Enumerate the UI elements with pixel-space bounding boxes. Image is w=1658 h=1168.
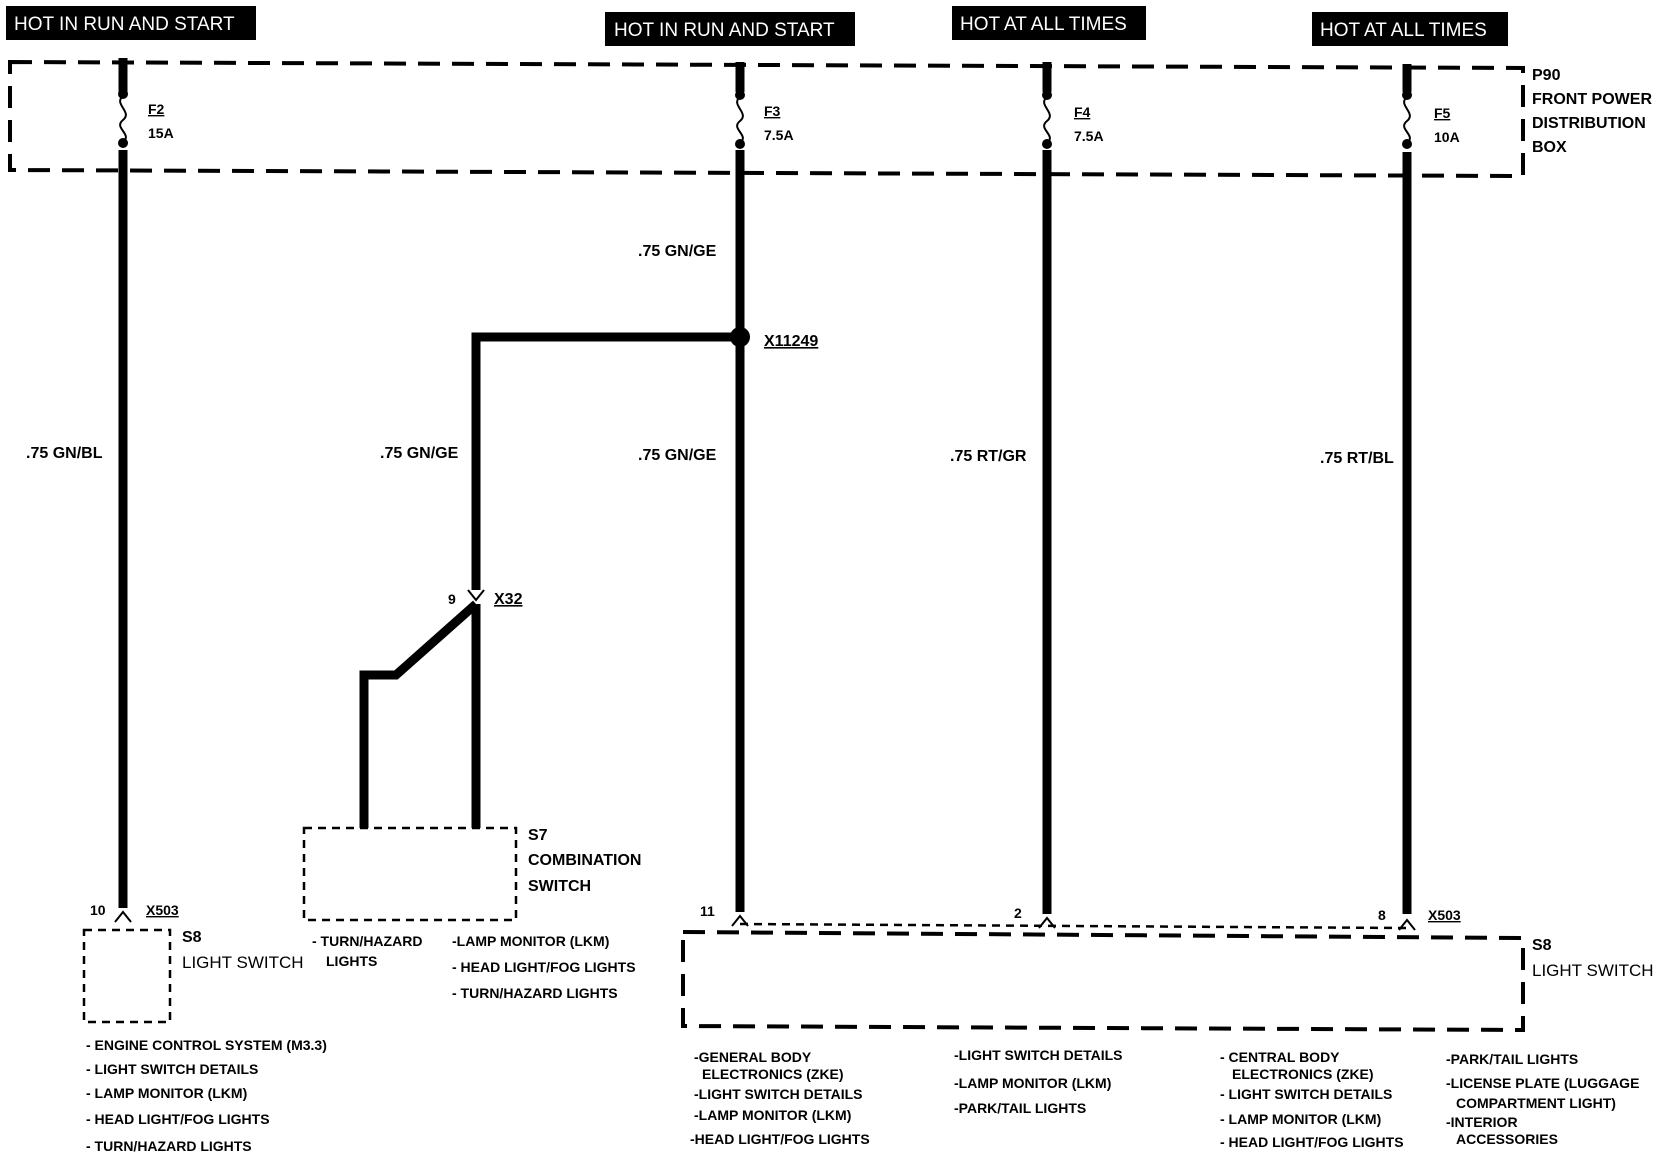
splice-x11249: [730, 327, 750, 347]
connector-x503-left-id: X503: [146, 902, 179, 918]
fuse-f5: F5 10A: [1402, 64, 1460, 149]
wire-2-branch: [471, 332, 740, 590]
ref-s8-right-col1: -GENERAL BODY ELECTRONICS (ZKE) -LIGHT S…: [690, 1049, 870, 1147]
ref-item: - LIGHT SWITCH DETAILS: [1220, 1086, 1392, 1102]
ref-item: - HEAD LIGHT/FOG LIGHTS: [86, 1111, 270, 1127]
s7-line1: COMBINATION: [528, 852, 641, 869]
header-2-text: HOT IN RUN AND START: [614, 20, 835, 41]
fuse-f3-id: F3: [764, 103, 781, 119]
ref-item: -LIGHT SWITCH DETAILS: [954, 1047, 1123, 1063]
s8-left-outline: [82, 928, 172, 1024]
fuse-f3-rating: 7.5A: [764, 127, 794, 143]
ref-item: ELECTRONICS (ZKE): [702, 1066, 844, 1082]
fuse-f2-id: F2: [148, 101, 165, 117]
power-box-line3: BOX: [1532, 139, 1567, 156]
connector-x503-right-pin-8: 8: [1378, 907, 1386, 923]
ref-item: - TURN/HAZARD LIGHTS: [86, 1138, 252, 1154]
wire-2-branch-label: .75 GN/GE: [380, 445, 459, 462]
ref-item: - TURN/HAZARD LIGHTS: [452, 985, 618, 1001]
fuse-f4-rating: 7.5A: [1074, 128, 1104, 144]
s8-right-bus: [739, 922, 1408, 930]
ref-item: - LAMP MONITOR (LKM): [86, 1085, 247, 1101]
connector-x503-right-id: X503: [1428, 907, 1461, 923]
ref-item: -PARK/TAIL LIGHTS: [954, 1100, 1086, 1116]
power-box-line1: FRONT POWER: [1532, 91, 1652, 108]
s7-id: S7: [528, 827, 548, 844]
connector-x503-left-pin: 10: [90, 902, 106, 918]
splice-x11249-id: X11249: [764, 333, 818, 350]
ref-item: - CENTRAL BODY: [1220, 1049, 1340, 1065]
ref-item: -INTERIOR: [1446, 1114, 1518, 1130]
ref-s8-left: - ENGINE CONTROL SYSTEM (M3.3) - LIGHT S…: [86, 1037, 327, 1154]
ref-item: LIGHTS: [326, 953, 377, 969]
connector-x503-right-pin-11: 11: [700, 903, 715, 919]
header-1: HOT IN RUN AND START: [6, 6, 256, 40]
wire-1-label: .75 GN/BL: [26, 445, 103, 462]
ref-item: -LAMP MONITOR (LKM): [954, 1075, 1111, 1091]
ref-item: -LAMP MONITOR (LKM): [694, 1107, 851, 1123]
ref-item: -LIGHT SWITCH DETAILS: [694, 1086, 863, 1102]
connector-x32: 9 X32: [448, 589, 523, 608]
fuse-f5-rating: 10A: [1434, 129, 1460, 145]
header-4: HOT AT ALL TIMES: [1312, 12, 1508, 46]
ref-item: -LAMP MONITOR (LKM): [452, 933, 609, 949]
ref-item: - HEAD LIGHT/FOG LIGHTS: [452, 959, 636, 975]
s8-right-name: LIGHT SWITCH: [1532, 961, 1654, 980]
s8-left-id: S8: [182, 929, 202, 946]
s8-right-id: S8: [1532, 937, 1552, 954]
connector-x503-right: 11 2 8 X503: [700, 903, 1461, 931]
ref-item: -HEAD LIGHT/FOG LIGHTS: [690, 1131, 870, 1147]
header-4-text: HOT AT ALL TIMES: [1320, 20, 1487, 41]
ref-item: ACCESSORIES: [1456, 1131, 1558, 1147]
header-3: HOT AT ALL TIMES: [952, 6, 1146, 40]
power-box-id: P90: [1532, 67, 1561, 84]
wire-4-label: .75 RT/BL: [1320, 450, 1394, 467]
s7-line2: SWITCH: [528, 878, 591, 895]
ref-s8-right-col4: -PARK/TAIL LIGHTS -LICENSE PLATE (LUGGAG…: [1446, 1051, 1639, 1147]
s7-outline: [302, 826, 518, 922]
fuse-f2: F2 15A: [118, 58, 174, 148]
s8-right-outline: [681, 929, 1525, 1033]
ref-item: - HEAD LIGHT/FOG LIGHTS: [1220, 1134, 1404, 1150]
fuse-f5-id: F5: [1434, 105, 1451, 121]
header-2: HOT IN RUN AND START: [605, 12, 855, 46]
ref-item: ELECTRONICS (ZKE): [1232, 1066, 1374, 1082]
ref-item: - LIGHT SWITCH DETAILS: [86, 1061, 258, 1077]
ref-item: - ENGINE CONTROL SYSTEM (M3.3): [86, 1037, 327, 1053]
ref-s7-col2: -LAMP MONITOR (LKM) - HEAD LIGHT/FOG LIG…: [452, 933, 636, 1001]
ref-s7-col1: - TURN/HAZARD LIGHTS: [312, 933, 422, 969]
ref-s8-right-col2: -LIGHT SWITCH DETAILS -LAMP MONITOR (LKM…: [954, 1047, 1123, 1116]
wire-x32-to-s7-left: [359, 600, 479, 828]
wire-3-label: .75 RT/GR: [950, 448, 1027, 465]
ref-item: -PARK/TAIL LIGHTS: [1446, 1051, 1578, 1067]
ref-item: -LICENSE PLATE (LUGGAGE: [1446, 1075, 1639, 1091]
fuse-f4: F4 7.5A: [1042, 62, 1104, 149]
connector-x32-pin: 9: [448, 591, 456, 607]
ref-item: - LAMP MONITOR (LKM): [1220, 1111, 1381, 1127]
header-3-text: HOT AT ALL TIMES: [960, 14, 1127, 35]
connector-x503-left: 10 X503: [90, 902, 179, 923]
wire-2-upper-label: .75 GN/GE: [638, 243, 717, 260]
s8-left-name: LIGHT SWITCH: [182, 953, 304, 972]
fuse-f4-id: F4: [1074, 104, 1091, 120]
ref-s8-right-col3: - CENTRAL BODY ELECTRONICS (ZKE) - LIGHT…: [1220, 1049, 1404, 1150]
power-box-outline: [8, 59, 1525, 179]
connector-x32-id: X32: [494, 591, 523, 608]
connector-x503-right-pin-2: 2: [1014, 905, 1022, 921]
ref-item: COMPARTMENT LIGHT): [1456, 1095, 1616, 1111]
wire-2-lower-label: .75 GN/GE: [638, 447, 717, 464]
ref-item: -GENERAL BODY: [694, 1049, 812, 1065]
fuse-f3: F3 7.5A: [735, 62, 794, 149]
ref-item: - TURN/HAZARD: [312, 933, 422, 949]
power-box-line2: DISTRIBUTION: [1532, 115, 1646, 132]
fuse-f2-rating: 15A: [148, 125, 174, 141]
header-1-text: HOT IN RUN AND START: [14, 14, 235, 35]
